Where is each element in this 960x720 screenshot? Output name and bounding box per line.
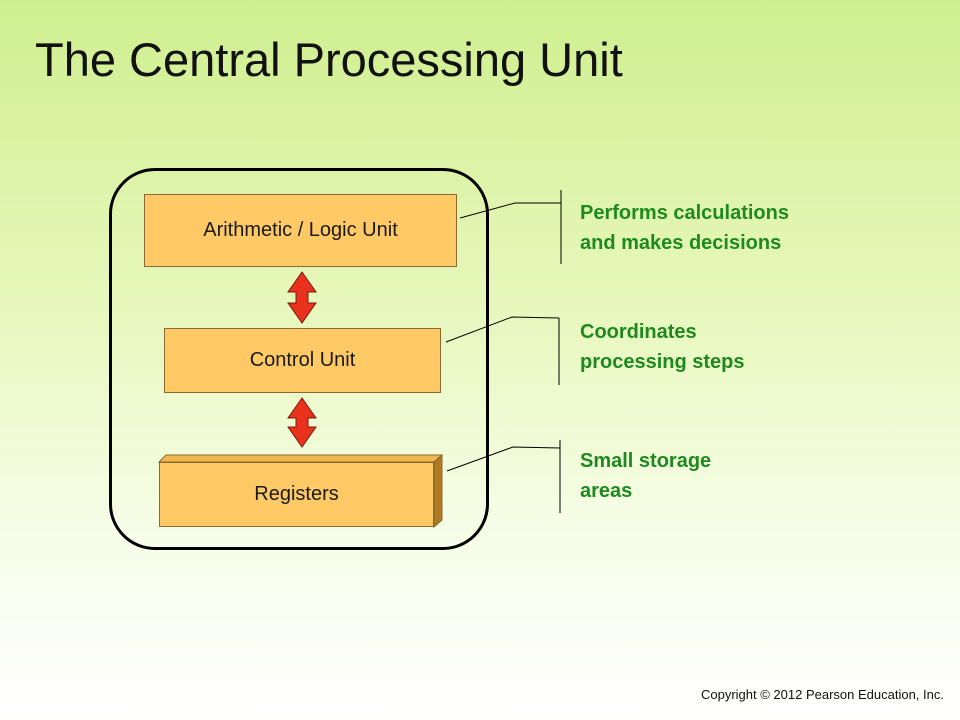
copyright-notice: Copyright © 2012 Pearson Education, Inc. [700, 687, 944, 702]
alu-description-line-1: Performs calculations [580, 202, 789, 224]
registers-top-face [157, 454, 444, 463]
alu-leader-line [459, 202, 561, 219]
registers-box: Registers [159, 462, 434, 527]
slide-title: The Central Processing Unit [35, 33, 623, 86]
control-registers-arrow [287, 397, 317, 448]
control-description-line-1: Coordinates [580, 321, 697, 343]
control-unit-box: Control Unit [164, 328, 441, 393]
registers-leader-line [446, 446, 561, 472]
registers-description: Small storage areas [580, 446, 711, 506]
registers-description-line-2: areas [580, 480, 633, 502]
control-description: Coordinates processing steps [580, 317, 745, 377]
alu-description-line-2: and makes decisions [580, 232, 782, 254]
alu-control-arrow [287, 271, 317, 324]
registers-description-line-1: Small storage [580, 450, 712, 472]
control-leader-line [445, 316, 560, 343]
alu-description: Performs calculations and makes decision… [580, 198, 789, 258]
control-description-line-2: processing steps [580, 351, 745, 373]
cpu-container [109, 168, 489, 550]
alu-box: Arithmetic / Logic Unit [144, 194, 457, 267]
registers-side-face [433, 453, 443, 529]
